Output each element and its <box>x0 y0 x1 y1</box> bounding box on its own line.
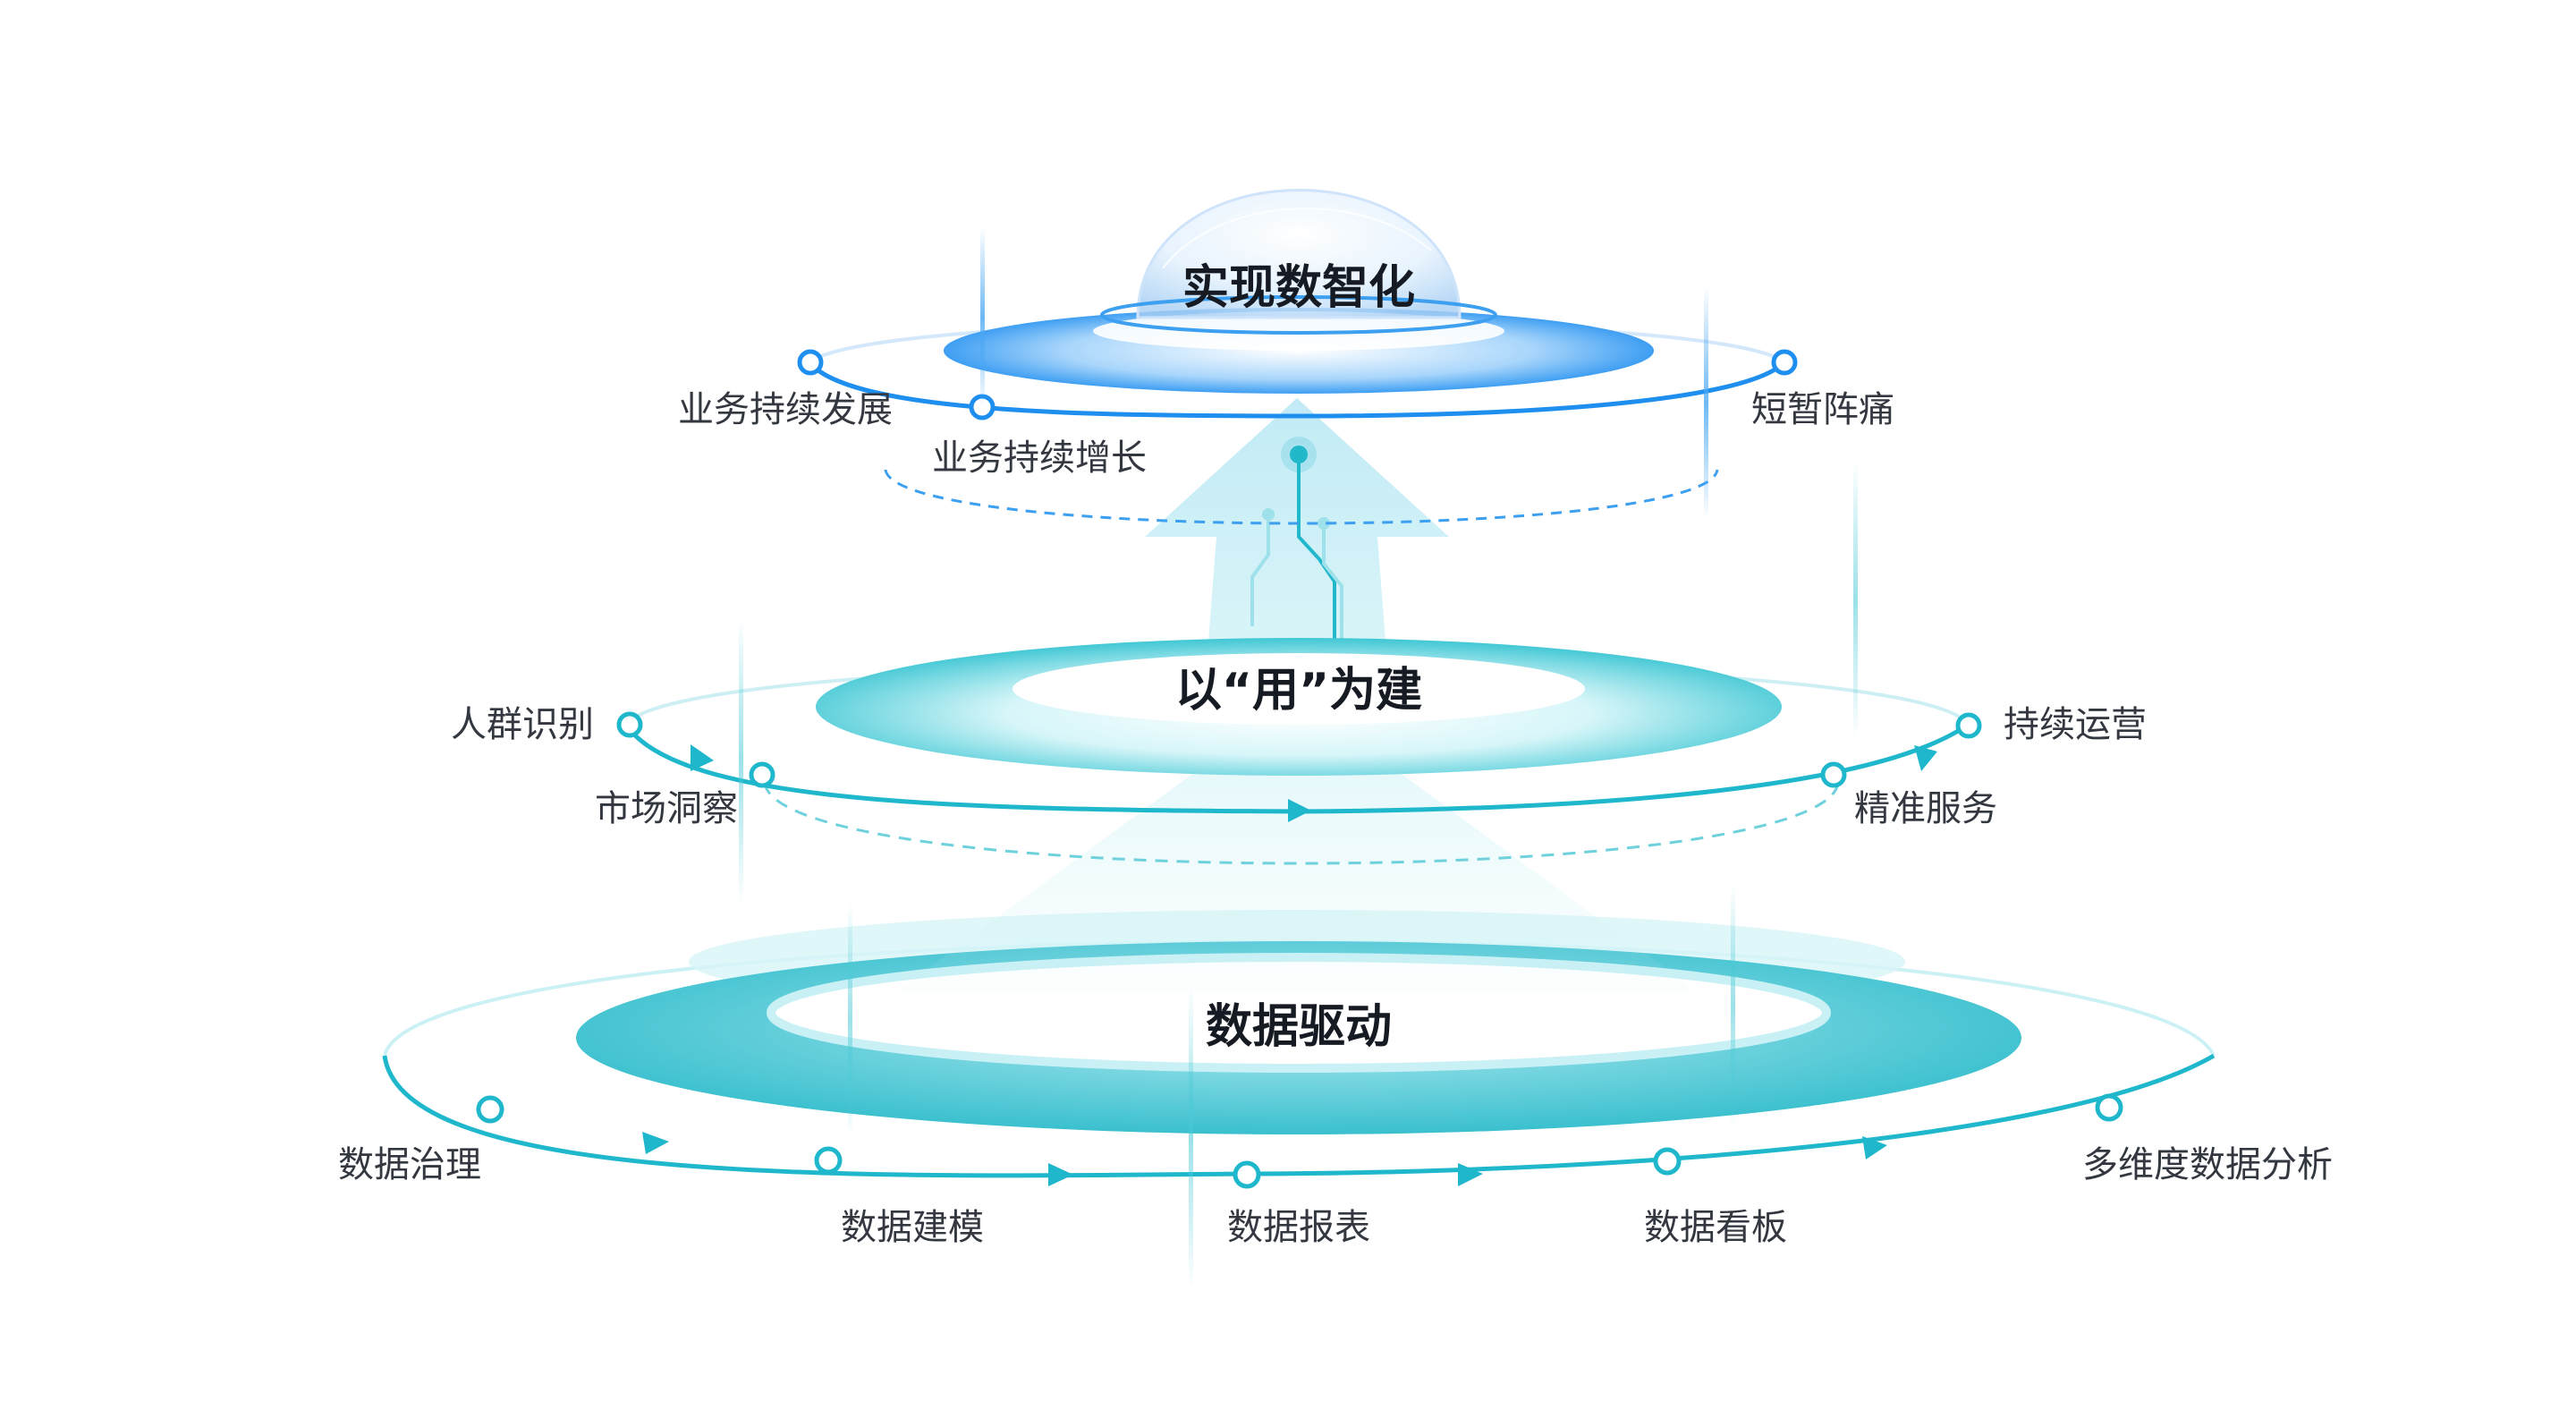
top-node-label-1: 业务持续发展 <box>678 389 893 430</box>
middle-arrow-1 <box>691 744 714 771</box>
top-node-label-2: 业务持续增长 <box>932 437 1147 479</box>
top-tier-title: 实现数智化 <box>1182 261 1416 315</box>
bottom-node-1 <box>476 1095 504 1124</box>
middle-node-1 <box>616 711 643 738</box>
bottom-arrow-2 <box>1048 1163 1073 1186</box>
top-dome-ring <box>1100 295 1497 335</box>
top-front-ring <box>808 361 1786 419</box>
top-node-label-3: 短暂阵痛 <box>1751 389 1894 430</box>
bottom-node-5 <box>2095 1093 2123 1122</box>
middle-light-line-2 <box>1853 461 1858 738</box>
bottom-node-label-3: 数据报表 <box>1227 1207 1370 1248</box>
middle-node-label-4: 持续运营 <box>2004 704 2147 745</box>
middle-node-3 <box>1820 761 1847 788</box>
middle-light-line-1 <box>739 617 743 904</box>
bottom-light-line-1 <box>848 904 852 1136</box>
bottom-light-line-3 <box>1731 886 1735 1127</box>
bottom-arrow-3 <box>1458 1163 1483 1186</box>
middle-disc-inner <box>1013 653 1585 725</box>
top-node-1 <box>797 349 824 376</box>
bottom-node-label-4: 数据看板 <box>1644 1207 1787 1248</box>
middle-node-4 <box>1955 712 1982 739</box>
bottom-tier-title: 数据驱动 <box>1205 1000 1393 1054</box>
bottom-node-4 <box>1653 1147 1682 1176</box>
bottom-node-label-1: 数据治理 <box>338 1144 481 1185</box>
bottom-node-2 <box>814 1146 843 1175</box>
middle-arrow-2 <box>1288 799 1311 822</box>
top-dome <box>1136 189 1462 319</box>
bottom-light-line-2 <box>1189 984 1193 1288</box>
bottom-arrow-1 <box>642 1132 669 1154</box>
middle-tier-art <box>616 461 1982 904</box>
middle-node-label-3: 精准服务 <box>1854 788 1997 829</box>
top-light-line-2 <box>1704 286 1708 519</box>
middle-node-label-1: 人群识别 <box>451 704 594 745</box>
bottom-node-label-2: 数据建模 <box>841 1207 984 1248</box>
top-tier-art <box>797 189 1798 525</box>
bottom-arrow-4 <box>1862 1136 1887 1159</box>
middle-arrow-3 <box>1914 745 1937 771</box>
top-dashed-ring <box>884 469 1719 525</box>
middle-node-2 <box>749 761 775 788</box>
circuit-lines <box>1250 437 1343 662</box>
middle-tier-title: 以“用”为建 <box>1174 664 1423 718</box>
top-light-line-1 <box>980 228 985 407</box>
bottom-node-3 <box>1233 1160 1261 1189</box>
middle-node-label-2: 市场洞察 <box>595 788 738 829</box>
top-node-3 <box>1771 349 1798 376</box>
bottom-node-label-5: 多维度数据分析 <box>2082 1144 2333 1185</box>
